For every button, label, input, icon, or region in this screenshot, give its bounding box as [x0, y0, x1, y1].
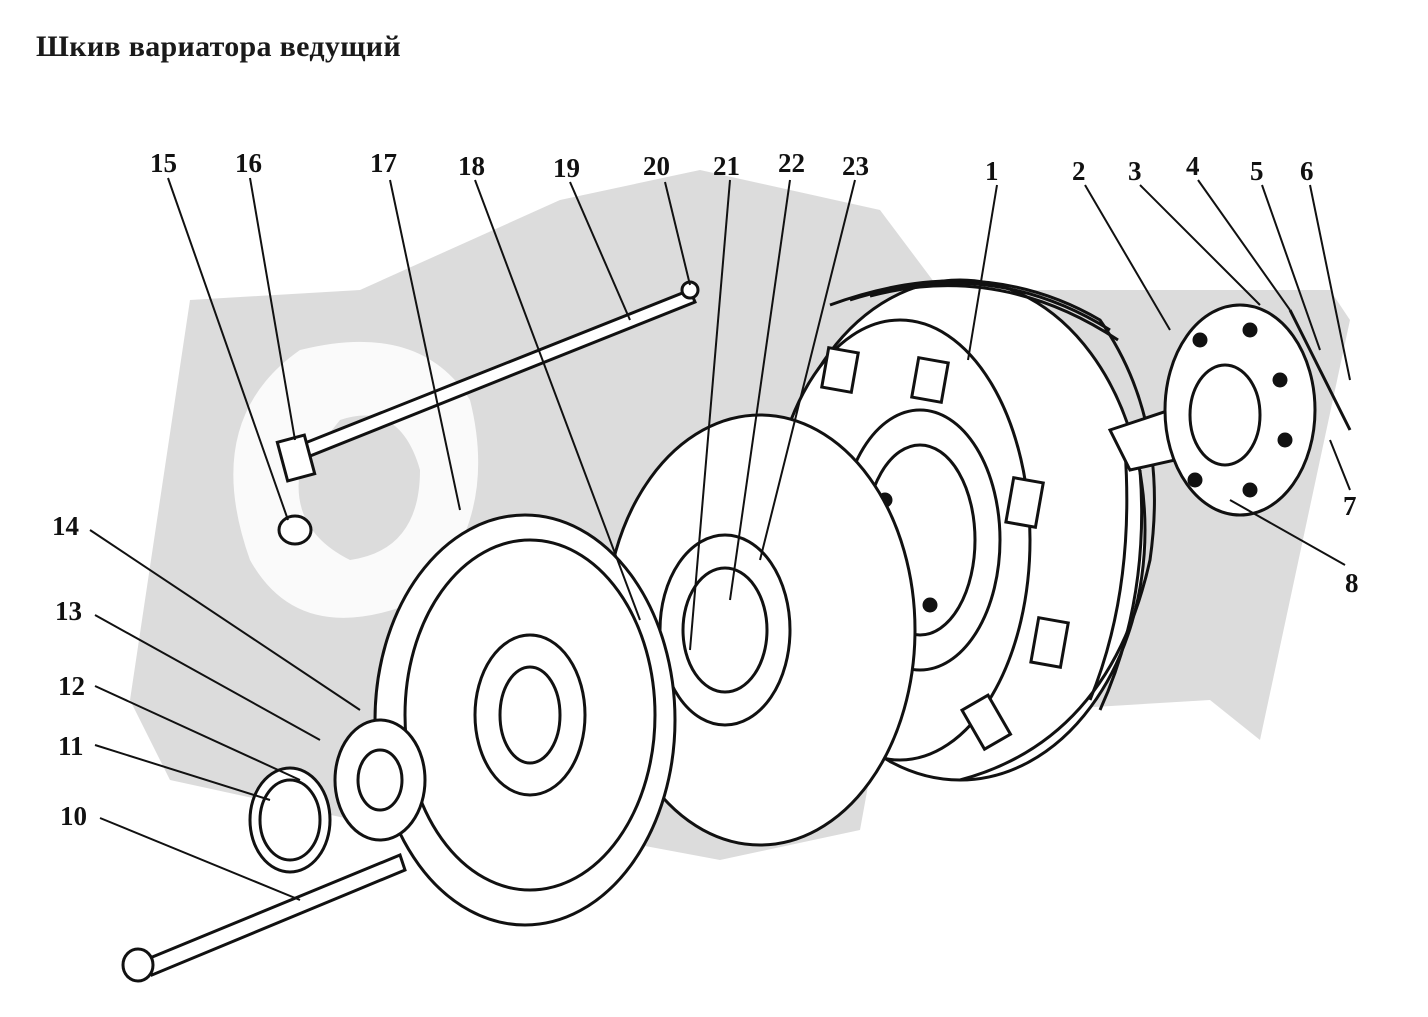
callout-15: 15: [150, 148, 177, 178]
callout-8: 8: [1345, 568, 1359, 598]
callout-21: 21: [713, 151, 740, 181]
callout-23: 23: [842, 151, 869, 181]
callout-2: 2: [1072, 156, 1086, 186]
callout-1: 1: [985, 156, 999, 186]
callout-4: 4: [1186, 151, 1200, 181]
callout-6: 6: [1300, 156, 1314, 186]
callout-18: 18: [458, 151, 485, 181]
callout-5: 5: [1250, 156, 1264, 186]
callout-13: 13: [55, 596, 82, 626]
right-flange: [1163, 303, 1352, 517]
callout-11: 11: [58, 731, 84, 761]
pin-and-lever: [275, 280, 700, 546]
bearing-housing: [248, 718, 427, 874]
leader-lines: [89, 177, 1351, 901]
callout-19: 19: [553, 153, 580, 183]
callout-10: 10: [60, 801, 87, 831]
callout-3: 3: [1128, 156, 1142, 186]
callout-17: 17: [370, 148, 397, 178]
callout-16: 16: [235, 148, 262, 178]
callout-numbers: 1 2 3 4 5 6 7 8 10 11 12 13 14 15 16 17 …: [52, 148, 1359, 831]
long-bolt: [121, 853, 407, 983]
callout-14: 14: [52, 511, 79, 541]
callout-12: 12: [58, 671, 85, 701]
movable-disc: [373, 513, 677, 927]
callout-20: 20: [643, 151, 670, 181]
page-title: Шкив вариатора ведущий: [36, 30, 401, 63]
callout-7: 7: [1343, 491, 1357, 521]
callout-22: 22: [778, 148, 805, 178]
